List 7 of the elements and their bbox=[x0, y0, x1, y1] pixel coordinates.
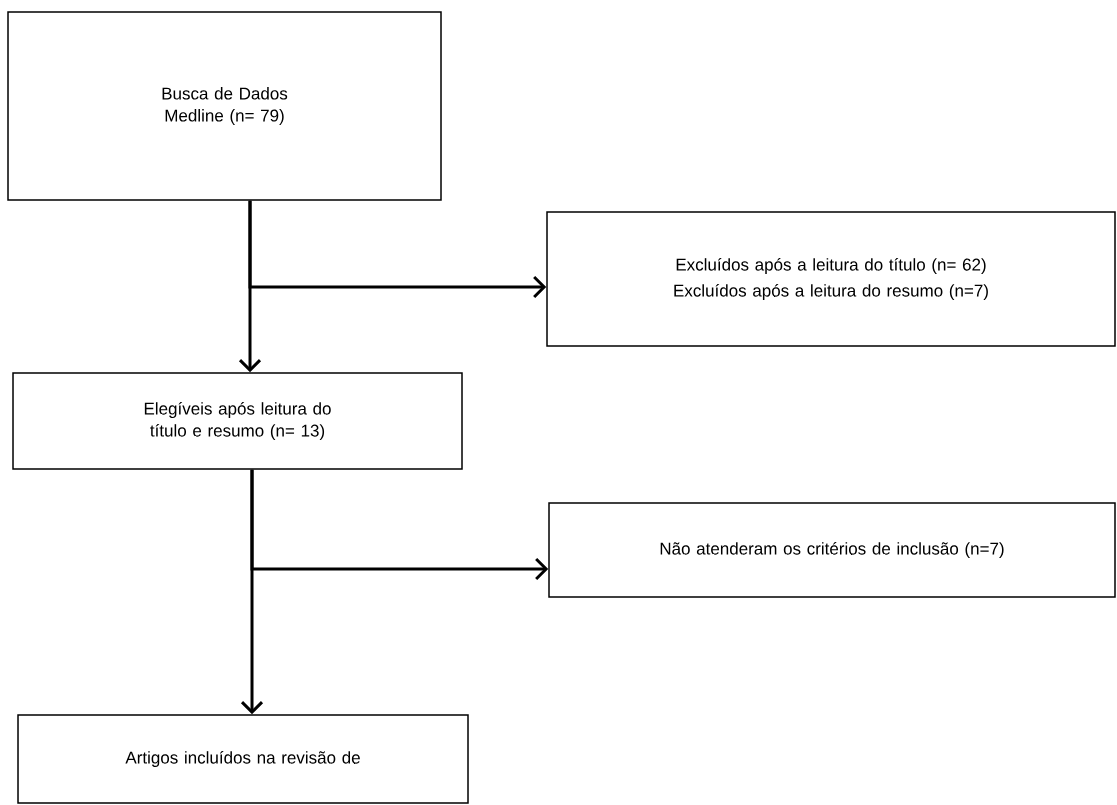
process-box: Excluídos após a leitura do título (n= 62) Excluídos após a leitura do resumo (n=7) bbox=[546, 211, 1116, 347]
process-box: Não atenderam os critérios de inclusão (n=7) bbox=[548, 502, 1116, 598]
process-box: Elegíveis após leitura do título e resumo (n= 13) bbox=[12, 372, 463, 470]
process-box: Busca de Dados Medline (n= 79) bbox=[7, 11, 442, 201]
arrow bbox=[248, 200, 547, 299]
arrow bbox=[250, 469, 549, 581]
process-box: Artigos incluídos na revisão de bbox=[17, 714, 469, 804]
